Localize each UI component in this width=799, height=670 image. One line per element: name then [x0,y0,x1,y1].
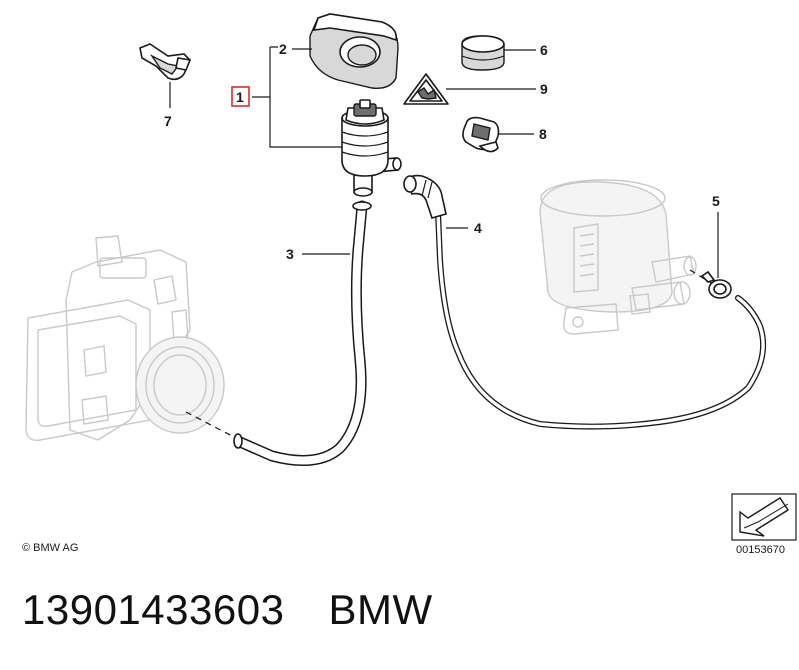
valve-part-1 [341,99,402,197]
callout-1-highlight-box [231,86,250,107]
bracket-clip-part-7 [139,43,192,81]
leader-1-bracket [252,46,342,148]
copyright-text: © BMW AG [22,542,79,554]
callout-2[interactable]: 2 [279,41,287,57]
hose-part-4 [403,174,767,430]
part-number: 13901433603 [22,586,285,633]
reference-arrow-icon [731,493,797,541]
brand-name: BMW [328,586,433,633]
reference-code: 00153670 [736,544,785,556]
ring-bracket-part-2 [309,13,399,89]
callout-1[interactable]: 1 [236,89,244,105]
callout-4[interactable]: 4 [474,220,482,236]
callout-5[interactable]: 5 [712,193,720,209]
throttle-body-ghost [25,235,225,441]
footer-caption: 13901433603 BMW [22,586,433,634]
hose-part-3 [233,200,372,466]
warning-label-part-9 [403,73,449,105]
callout-6[interactable]: 6 [540,42,548,58]
cap-part-6 [461,35,505,71]
callout-7[interactable]: 7 [164,113,172,129]
clip-part-8 [462,116,500,153]
dash-line-throttle [185,411,237,439]
callout-3[interactable]: 3 [286,246,294,262]
hose-clamp-part-5 [700,270,732,299]
callout-9[interactable]: 9 [540,81,548,97]
callout-8[interactable]: 8 [539,126,547,142]
canister-ghost [539,179,697,335]
